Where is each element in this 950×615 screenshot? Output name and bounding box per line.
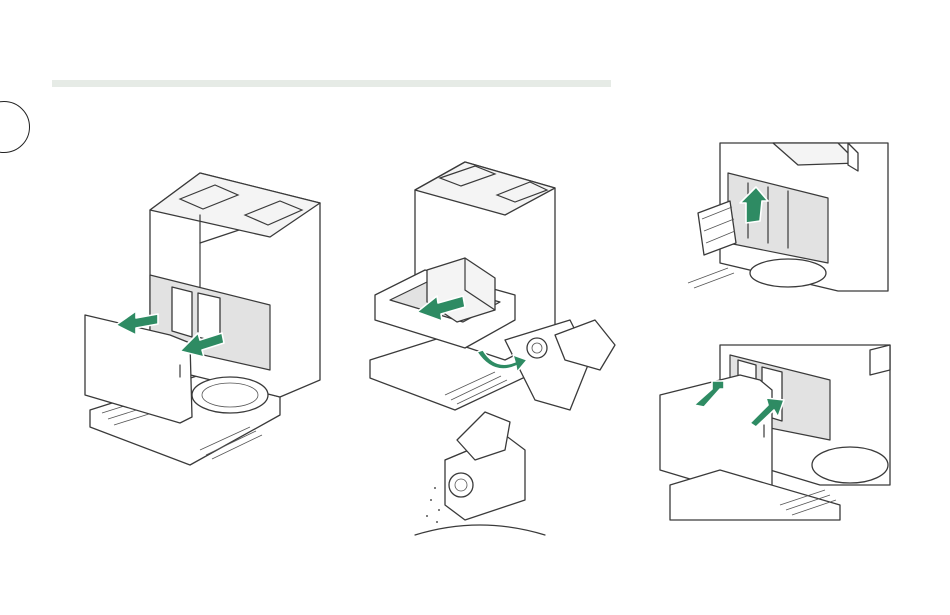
illustration-remove-dust-bag xyxy=(365,160,615,545)
header-bar xyxy=(52,80,611,87)
illustration-open-door xyxy=(80,165,350,475)
illustration-insert-filter xyxy=(688,143,888,291)
illustration-close-door xyxy=(660,345,900,520)
step-number-circle xyxy=(0,101,30,153)
